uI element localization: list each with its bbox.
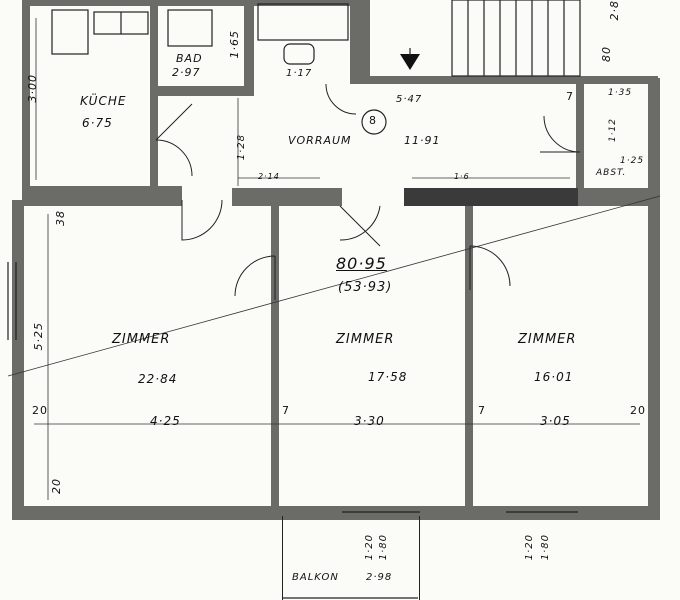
balcony-outline [282, 516, 420, 600]
total-area: 80·95 [336, 254, 387, 273]
room-kueche-name: KÜCHE [80, 94, 127, 108]
vorraum-marker: 8 [369, 114, 377, 127]
wall-middle-end [578, 188, 658, 206]
room-zimmer3-width: 3·05 [540, 414, 571, 428]
wall-bottom [12, 506, 660, 520]
wall-kueche-bad [150, 6, 158, 186]
wall-right [648, 78, 660, 518]
dim-vorraum-width: 5·47 [396, 94, 423, 105]
dim-bad-depth: 1·65 [228, 30, 241, 59]
dim-window-a: 1·20 [364, 534, 375, 561]
dim-wall-38: 38 [54, 210, 67, 226]
vorraum-marker-circle [361, 109, 387, 135]
dim-wall-left: 20 [32, 404, 48, 417]
bathtub [167, 9, 213, 47]
toilet [283, 43, 315, 65]
wall-zimmer-2-3 [465, 206, 473, 506]
wall-zimmer-1-2 [271, 206, 279, 506]
wall-bad-bottom [158, 86, 254, 96]
room-vorraum-name: VORRAUM [288, 134, 352, 147]
room-zimmer1-name: ZIMMER [112, 332, 171, 347]
wall-top-right [368, 76, 658, 84]
room-abst-area: 1·25 [620, 156, 645, 166]
room-kueche-area: 6·75 [82, 116, 113, 130]
room-zimmer3-name: ZIMMER [518, 332, 577, 347]
dim-abst-depth: 1·12 [608, 118, 618, 143]
room-zimmer1-width: 4·25 [150, 414, 181, 428]
dim-wall-7b: 7 [478, 404, 486, 417]
dim-door-a: 2·14 [258, 172, 280, 181]
wall-bad-wc [244, 6, 254, 96]
dim-top-80: 80 [600, 46, 613, 62]
dim-window-b-h: 1·80 [540, 534, 551, 561]
room-zimmer2-width: 3·30 [354, 414, 385, 428]
wall-vorraum-abst [576, 84, 584, 188]
wall-top-left [22, 0, 30, 200]
wall-middle-right [404, 188, 580, 206]
total-area-alt: (53·93) [338, 280, 393, 295]
dim-window-a-h: 1·80 [378, 534, 389, 561]
wall-middle-center [232, 188, 342, 206]
room-abst-name: ABST. [596, 168, 627, 178]
entrance-arrow [400, 54, 420, 70]
dim-wall-right: 20 [630, 404, 646, 417]
wall-left [12, 200, 24, 520]
room-bad-area: 2·97 [172, 66, 201, 79]
dim-window-b: 1·20 [524, 534, 535, 561]
room-zimmer1-area: 22·84 [138, 372, 178, 386]
dim-top-2: 2·8 [608, 0, 621, 21]
dim-zimmer-height: 5·25 [32, 322, 45, 351]
room-zimmer2-name: ZIMMER [336, 332, 395, 347]
room-balkon-name: BALKON [292, 572, 339, 583]
dim-wall-bottom: 20 [50, 478, 63, 494]
dim-kueche-height: 3·00 [26, 74, 39, 103]
kitchen-counter [51, 9, 89, 55]
room-vorraum-area: 11·91 [404, 134, 441, 147]
room-bad-name: BAD [176, 52, 203, 65]
dim-door-b: 1·6 [454, 172, 470, 181]
dim-abst-width: 1·35 [608, 88, 633, 98]
dim-wc-width: 1·17 [286, 68, 313, 79]
wall-wc-right [350, 0, 370, 84]
wall-kueche-top [22, 0, 352, 6]
dim-wall-7a: 7 [282, 404, 290, 417]
dim-wall-7c: 7 [566, 90, 574, 103]
section-line [7, 195, 661, 377]
room-zimmer2-area: 17·58 [368, 370, 408, 384]
room-balkon-area: 2·98 [366, 572, 393, 583]
dim-vorraum-height: 1·28 [236, 134, 247, 161]
wall-middle-left [22, 186, 182, 206]
room-zimmer3-area: 16·01 [534, 370, 574, 384]
staircase [451, 0, 581, 77]
